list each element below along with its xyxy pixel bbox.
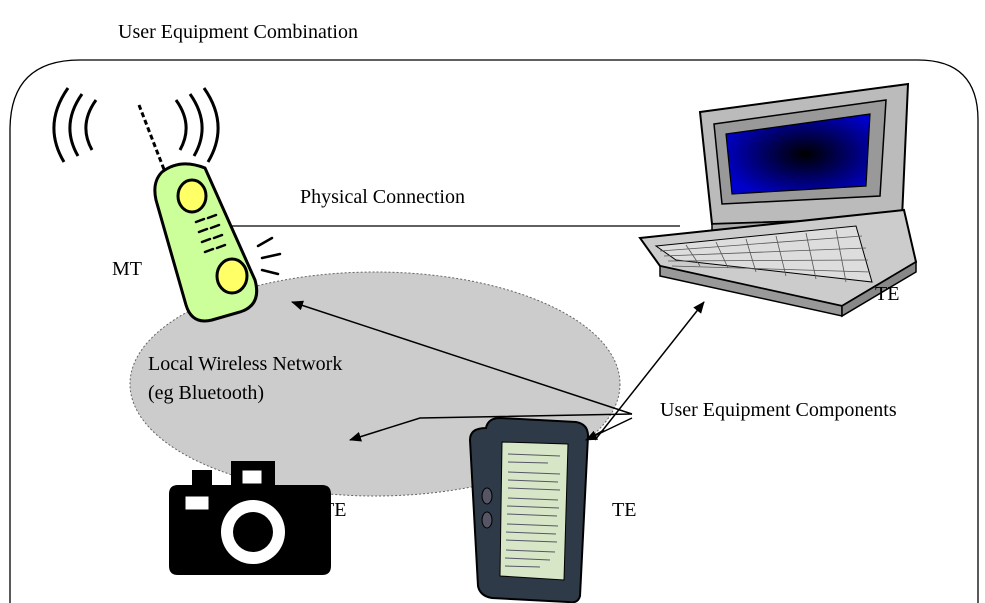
camera-icon [169, 461, 331, 575]
network-label-line2: (eg Bluetooth) [148, 382, 265, 404]
mobile-phone-icon [52, 87, 282, 323]
mt-label: MT [112, 258, 142, 280]
te-pda-label: TE [612, 499, 637, 521]
component-arrows [291, 300, 705, 442]
arrow-to-camera [349, 413, 633, 442]
diagram-title: User Equipment Combination [118, 21, 358, 43]
arrow-to-pda-tail [585, 429, 605, 441]
physical-connection-label: Physical Connection [300, 186, 465, 208]
arrow-to-laptop [594, 301, 705, 441]
te-laptop-label: TE [875, 283, 900, 305]
network-label-line1: Local Wireless Network [148, 353, 343, 375]
te-camera-label: TE [322, 499, 347, 521]
laptop-icon [638, 82, 918, 318]
arrow-to-phone [291, 300, 633, 415]
pda-icon [468, 416, 590, 603]
components-label: User Equipment Components [660, 399, 897, 421]
combination-boundary [9, 59, 979, 603]
